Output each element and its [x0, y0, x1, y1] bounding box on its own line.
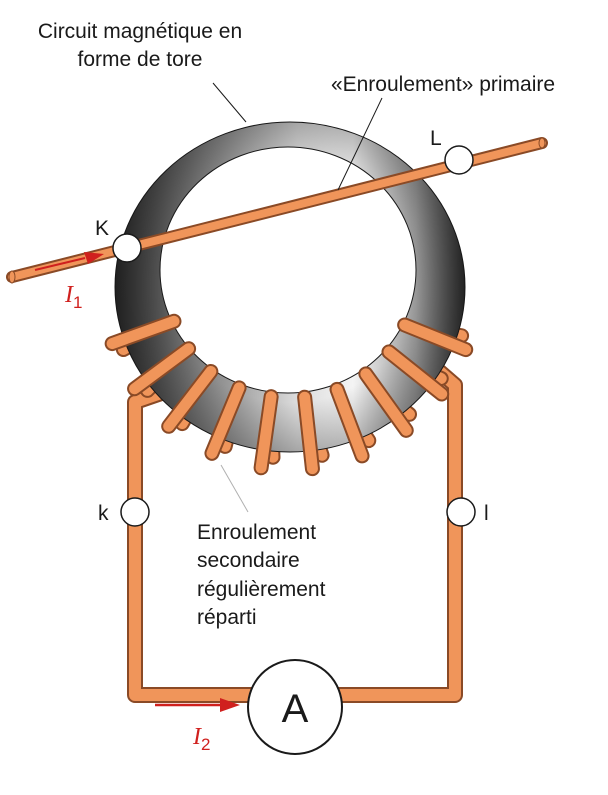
terminal-K [112, 233, 142, 263]
coil-turn-front [161, 363, 219, 434]
secondary-label-line4: réparti [197, 606, 257, 629]
current-i1-sub: 1 [73, 293, 82, 312]
secondary-coil-front [104, 313, 474, 477]
terminal-l-label: l [484, 502, 489, 525]
toroidal-core [114, 121, 466, 453]
coil-turn-front [104, 313, 182, 352]
current-i2-arrow [155, 698, 240, 712]
primary-leader-line [337, 97, 383, 191]
current-i2-base: I [192, 724, 202, 750]
terminal-K-label: K [95, 217, 109, 240]
secondary-leader-line [220, 464, 249, 513]
current-i2-sub: 2 [201, 735, 210, 754]
coil-turn-front [358, 366, 414, 438]
coil-turn-front [397, 317, 474, 358]
ammeter: A [247, 659, 343, 755]
coil-turn-front [127, 341, 197, 397]
current-i1-base: I [64, 282, 74, 308]
terminal-L-label: L [430, 127, 442, 150]
current-i1-arrow [34, 252, 104, 271]
coil-turn-front [297, 389, 320, 477]
terminal-k-label: k [98, 502, 109, 525]
secondary-label-line3: régulièrement [197, 578, 326, 601]
primary-label: «Enroulement» primaire [331, 73, 555, 96]
secondary-label-line2: secondaire [197, 549, 300, 572]
terminal-L [444, 145, 474, 175]
terminal-k [120, 497, 150, 527]
terminal-l [446, 497, 476, 527]
current-i1-label: I1 [64, 282, 82, 312]
ammeter-symbol: A [282, 687, 309, 731]
core-label-line1: Circuit magnétique en [38, 20, 242, 43]
secondary-label-line1: Enroulement [197, 521, 316, 544]
coil-turn-front [329, 381, 370, 464]
core-leader-line [212, 82, 247, 123]
core-label-line2: forme de tore [78, 48, 203, 71]
current-i2-label: I2 [192, 724, 210, 754]
coil-turn-front [204, 380, 247, 461]
coil-turn-front [253, 389, 279, 476]
coil-turn-front [381, 344, 450, 402]
